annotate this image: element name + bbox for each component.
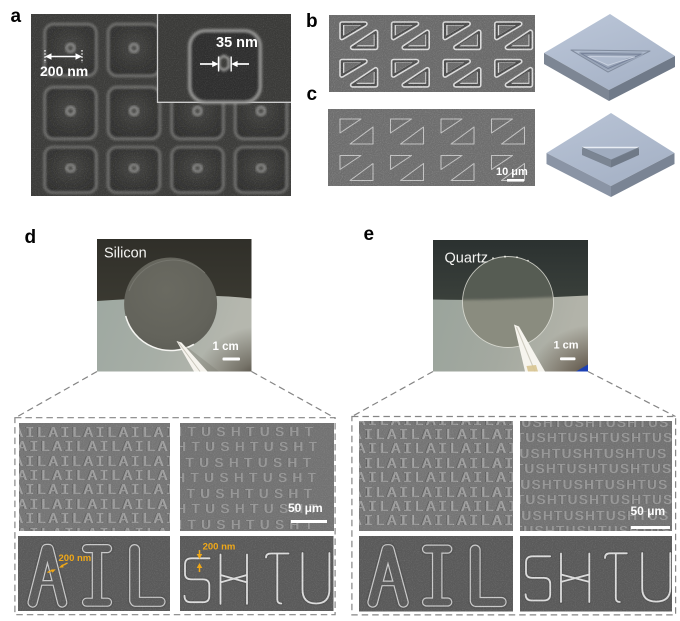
svg-text:Silicon: Silicon (104, 246, 147, 262)
svg-text:1 cm: 1 cm (554, 340, 579, 352)
svg-text:10 μm: 10 μm (496, 166, 528, 178)
svg-text:200 nm: 200 nm (203, 542, 236, 553)
svg-text:35 nm: 35 nm (216, 35, 258, 51)
svg-text:200 nm: 200 nm (40, 63, 88, 79)
svg-text:200 nm: 200 nm (59, 553, 92, 564)
svg-text:1 cm: 1 cm (213, 341, 239, 353)
svg-text:Quartz: Quartz (445, 250, 489, 266)
